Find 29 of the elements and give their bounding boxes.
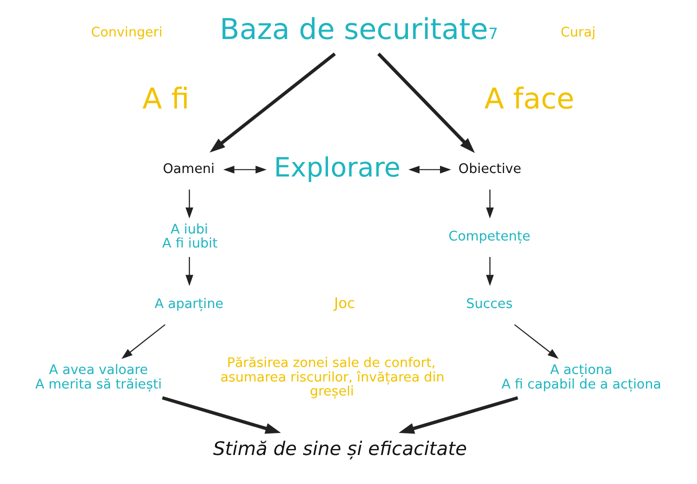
arrow: [186, 190, 194, 219]
arrow: [486, 190, 494, 219]
arrow: [486, 257, 494, 286]
node-text: Obiective: [458, 162, 522, 178]
arrow: [122, 324, 166, 359]
node-text: A iubi A fi iubit: [162, 222, 218, 252]
arrow: [398, 396, 518, 434]
arrow: [162, 396, 281, 434]
node-text: Competențe: [448, 229, 530, 244]
arrow: [514, 324, 559, 359]
arrow: [408, 166, 452, 174]
label: Părăsirea zonei sale de confort, asumarea riscurilor, învățarea din greșeli: [220, 356, 444, 400]
label: Convingeri: [91, 26, 162, 41]
node-text: Baza de securitate7: [220, 12, 498, 46]
arrow: [223, 166, 267, 174]
arrow: [210, 52, 336, 153]
arrow: [377, 52, 475, 153]
node-text: Succes: [466, 296, 513, 312]
node-text: Explorare: [274, 152, 400, 184]
node-text: A acționa A fi capabil de a acționa: [502, 363, 662, 393]
label: A face: [484, 82, 574, 116]
node-text: Oameni: [162, 162, 215, 178]
node-text: A aparține: [154, 296, 224, 312]
node-text: Stimă de sine și eficacitate: [213, 438, 467, 460]
node-text: A avea valoare A merita să trăiești: [35, 363, 162, 393]
label: Joc: [334, 296, 356, 312]
label: Curaj: [560, 26, 596, 41]
arrow: [186, 257, 194, 286]
label: A fi: [142, 82, 190, 116]
